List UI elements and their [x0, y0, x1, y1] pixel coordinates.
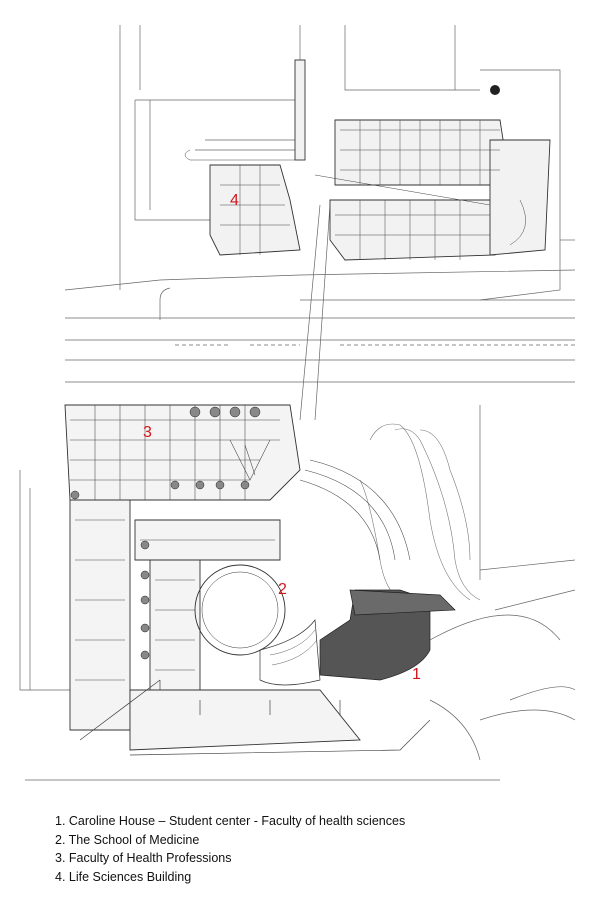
marker-building-3: 3	[143, 424, 152, 441]
marker-building-4: 4	[230, 192, 239, 209]
terrain-contours	[359, 423, 481, 601]
marker-building-2: 2	[278, 581, 287, 598]
legend-item-2: 2. The School of Medicine	[55, 832, 200, 847]
south-building-details	[70, 405, 411, 681]
rotunda	[194, 564, 321, 686]
north-building-details	[184, 120, 526, 260]
north-arrow-icon	[490, 85, 500, 95]
south-outlines	[79, 679, 431, 756]
legend-item-3: 3. Faculty of Health Professions	[55, 851, 232, 865]
legend: 1. Caroline House – Student center - Fac…	[55, 812, 405, 886]
columns	[70, 406, 261, 660]
streets-layer	[19, 25, 576, 781]
legend-item-1: 1. Caroline House – Student center - Fac…	[55, 814, 406, 828]
caroline-house	[319, 589, 456, 681]
legend-item-4: 4. Life Sciences Building	[55, 869, 192, 884]
site-plan	[19, 25, 576, 781]
marker-building-1: 1	[412, 666, 421, 683]
south-buildings	[64, 404, 361, 751]
